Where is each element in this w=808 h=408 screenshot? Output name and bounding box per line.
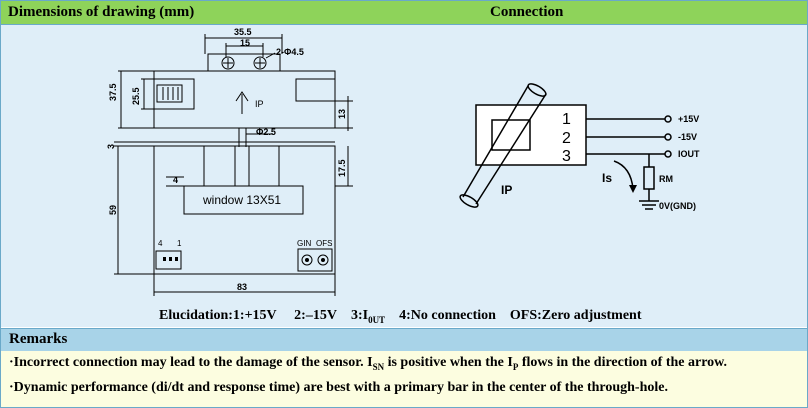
elucidation-pin3-sub: 0UT: [368, 314, 386, 325]
arrow-label: IP: [255, 99, 264, 109]
elucidation-pin4: 4:No connection: [399, 308, 496, 323]
dim-height-total: 37.5: [108, 83, 118, 101]
label-rm: RM: [659, 174, 673, 184]
elucidation-pin2: 2:–15V: [294, 308, 337, 323]
remark-line-1: ·Incorrect connection may lead to the da…: [9, 355, 727, 372]
dim-top-inner: 15: [240, 38, 250, 48]
dim-right-small: 13: [337, 109, 347, 119]
label-is: Is: [602, 171, 612, 185]
header-bar: Dimensions of drawing (mm) Connection: [1, 1, 807, 25]
pin-1: 1: [562, 111, 571, 128]
mounting-tab: [207, 53, 281, 72]
mount-hole-right: [253, 56, 267, 70]
sensor-block: [475, 104, 587, 166]
connection-title: Connection: [490, 4, 564, 20]
out-iout: IOUT: [678, 149, 700, 159]
dim-holes: 2-Φ4.5: [276, 47, 304, 57]
front-view-body: [153, 145, 336, 275]
dim-height-lower: 59: [108, 205, 118, 215]
dimension-drawing: 35.5 15 2-Φ4.5 IP Φ2.5 4 4 1 GIN OFS 83 …: [106, 27, 700, 296]
dimensions-title: Dimensions of drawing (mm): [8, 4, 195, 20]
dim-left-small: 4: [173, 175, 178, 185]
top-view-body: [153, 70, 336, 129]
pin-left-4: 4: [158, 239, 163, 248]
mount-hole-left: [221, 56, 235, 70]
remark-1-part-b: is positive when the I: [384, 355, 513, 370]
drawing-area: [1, 25, 807, 327]
remark-1-sub-sn: SN: [372, 361, 385, 372]
elucidation-pin1: Elucidation:1:+15V: [159, 308, 277, 323]
pin-gin: GIN: [297, 239, 311, 248]
pin-ofs: OFS: [316, 239, 332, 248]
remark-1-part-c: flows in the direction of the arrow.: [518, 355, 728, 370]
label-gnd: 0V(GND): [659, 201, 696, 211]
elucidation-pin3: 3:I: [350, 308, 369, 323]
dim-side-small: 3: [106, 144, 116, 149]
out-minus15: -15V: [678, 132, 697, 142]
pin-left-1: 1: [177, 239, 182, 248]
elucidation-line: Elucidation:1:+15V 2:–15V 3:I0UT 4:No co…: [159, 308, 641, 325]
elucidation-ofs: OFS:Zero adjustment: [509, 308, 642, 323]
remarks-title: Remarks: [9, 331, 68, 347]
dim-height-inner: 25.5: [131, 87, 141, 105]
remarks-body: [1, 351, 807, 407]
pin-3: 3: [562, 148, 571, 165]
remark-1-part-a: ·Incorrect connection may lead to the da…: [9, 355, 373, 370]
window-frame: [183, 185, 304, 215]
out-plus15: +15V: [678, 114, 699, 124]
dim-slot: Φ2.5: [256, 127, 276, 137]
remark-line-2: ·Dynamic performance (di/dt and response…: [9, 380, 668, 395]
window-label: window 13X51: [202, 193, 281, 207]
remark-1-sub-p: P: [512, 361, 519, 372]
dim-width: 83: [237, 282, 247, 292]
label-ip: IP: [501, 183, 512, 197]
pin-2: 2: [562, 130, 571, 147]
remarks-header: Remarks: [1, 328, 807, 352]
dim-top-outer: 35.5: [234, 27, 252, 37]
dim-window-offset: 17.5: [337, 159, 347, 177]
